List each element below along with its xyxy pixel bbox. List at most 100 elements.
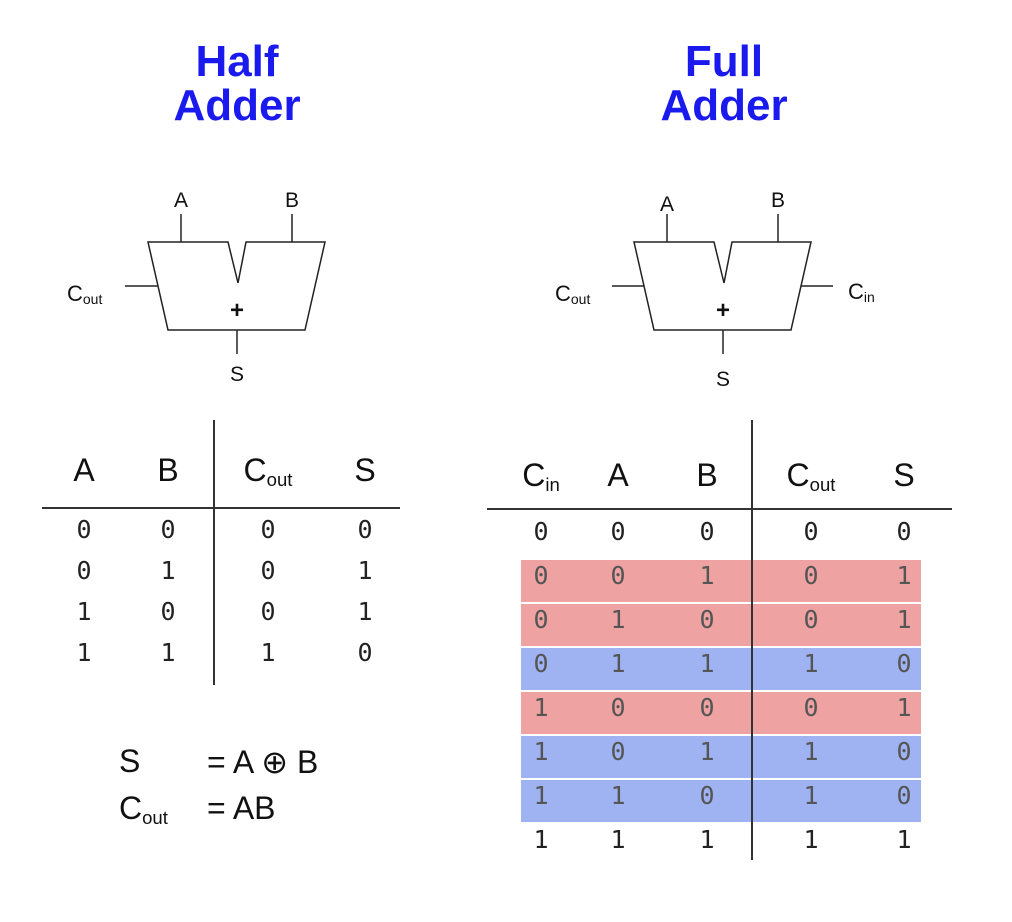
full-adder-cout-label: Cout [555, 281, 590, 307]
full-adder-cell: 0 [533, 605, 549, 634]
full-adder-cell: 0 [533, 649, 549, 678]
red-row-highlight [521, 692, 921, 734]
full-adder-table-header-rule [487, 508, 952, 510]
full-adder-cell: 1 [533, 737, 549, 766]
half-adder-header-subscript: out [266, 469, 293, 491]
red-row-highlight [521, 560, 921, 602]
full-adder-cin-main: C [848, 279, 864, 304]
half-adder-table-header-rule [42, 507, 400, 509]
half-adder-body [147, 241, 326, 331]
full-adder-cin-label: Cin [848, 279, 875, 305]
carry-equation-right: = AB [207, 790, 276, 826]
half-adder-cell: 1 [76, 638, 92, 667]
half-adder-title: Half Adder [87, 40, 387, 128]
full-adder-cell: 0 [803, 561, 819, 590]
full-adder-cell: 1 [533, 825, 549, 854]
full-adder-header-label: C [786, 457, 810, 493]
half-adder-header-3: S [335, 452, 395, 489]
full-adder-header-2: B [677, 457, 737, 494]
half-adder-cell: 1 [260, 638, 276, 667]
half-adder-output-s: S [230, 363, 244, 386]
full-adder-cell: 1 [610, 781, 626, 810]
blue-row-highlight [521, 648, 921, 690]
half-adder-cell: 0 [160, 515, 176, 544]
half-adder-table-divider [213, 420, 215, 685]
sum-equation-left: S [119, 743, 141, 779]
half-adder-cout-sub: out [83, 291, 103, 307]
blue-row-highlight [521, 736, 921, 778]
full-adder-header-0: Cin [511, 457, 571, 496]
half-adder-cout-label: Cout [67, 281, 102, 307]
full-adder-output-s: S [716, 368, 730, 391]
full-adder-header-3: Cout [781, 457, 841, 496]
half-adder-cell: 1 [160, 556, 176, 585]
half-adder-header-2: Cout [238, 452, 298, 491]
full-adder-cell: 1 [533, 781, 549, 810]
full-adder-header-label: C [522, 457, 546, 493]
full-adder-cell: 1 [610, 605, 626, 634]
half-adder-plus-symbol: + [230, 297, 244, 324]
full-adder-header-subscript: in [545, 474, 560, 496]
half-adder-title-line2: Adder [173, 81, 301, 130]
half-adder-header-label: S [354, 452, 376, 488]
full-adder-title: Full Adder [574, 40, 874, 128]
full-adder-header-label: B [696, 457, 718, 493]
full-adder-title-line1: Full [684, 37, 764, 86]
half-adder-cell: 0 [160, 597, 176, 626]
full-adder-cell: 1 [803, 781, 819, 810]
full-adder-header-4: S [874, 457, 934, 494]
carry-equation-left-main: C [119, 790, 143, 826]
full-adder-cell: 0 [699, 517, 715, 546]
half-adder-cell: 0 [260, 556, 276, 585]
full-adder-cell: 0 [896, 781, 912, 810]
full-adder-cell: 0 [803, 517, 819, 546]
full-adder-cell: 1 [699, 737, 715, 766]
full-adder-cell: 0 [699, 781, 715, 810]
full-adder-input-b: B [771, 189, 785, 212]
sum-equation-right: = A ⊕ B [207, 744, 319, 780]
full-adder-plus-symbol: + [716, 297, 730, 324]
full-adder-cell: 0 [610, 693, 626, 722]
full-adder-cell: 0 [896, 649, 912, 678]
full-adder-title-line2: Adder [660, 81, 788, 130]
half-adder-cell: 0 [357, 515, 373, 544]
full-adder-header-label: S [893, 457, 915, 493]
half-adder-input-a: A [174, 189, 188, 212]
full-adder-cell: 0 [533, 517, 549, 546]
full-adder-cell: 0 [699, 605, 715, 634]
half-adder-header-1: B [138, 452, 198, 489]
full-adder-cell: 0 [610, 561, 626, 590]
blue-row-highlight [521, 780, 921, 822]
full-adder-cin-sub: in [864, 289, 875, 305]
full-adder-cell: 1 [896, 561, 912, 590]
red-row-highlight [521, 604, 921, 646]
full-adder-cell: 1 [896, 605, 912, 634]
full-adder-cell: 1 [803, 737, 819, 766]
half-adder-cell: 0 [76, 556, 92, 585]
carry-equation-left-sub: out [142, 807, 168, 829]
full-adder-cell: 0 [610, 737, 626, 766]
full-adder-input-a: A [660, 193, 674, 216]
full-adder-cell: 1 [699, 825, 715, 854]
full-adder-cell: 0 [896, 737, 912, 766]
full-adder-table-divider [751, 420, 753, 860]
half-adder-cell: 0 [76, 515, 92, 544]
full-adder-cout-main: C [555, 281, 571, 306]
full-adder-cell: 1 [896, 693, 912, 722]
half-adder-cell: 1 [160, 638, 176, 667]
half-adder-cell: 0 [357, 638, 373, 667]
carry-equation-left: Cout [119, 790, 168, 829]
half-adder-cell: 1 [357, 556, 373, 585]
full-adder-cell: 0 [896, 517, 912, 546]
full-adder-cell: 1 [896, 825, 912, 854]
half-adder-header-0: A [54, 452, 114, 489]
full-adder-header-label: A [607, 457, 629, 493]
full-adder-cell: 1 [610, 825, 626, 854]
full-adder-cell: 0 [803, 605, 819, 634]
full-adder-cell: 0 [699, 693, 715, 722]
full-adder-header-1: A [588, 457, 648, 494]
full-adder-cell: 0 [803, 693, 819, 722]
half-adder-cell: 1 [76, 597, 92, 626]
full-adder-cell: 1 [803, 825, 819, 854]
